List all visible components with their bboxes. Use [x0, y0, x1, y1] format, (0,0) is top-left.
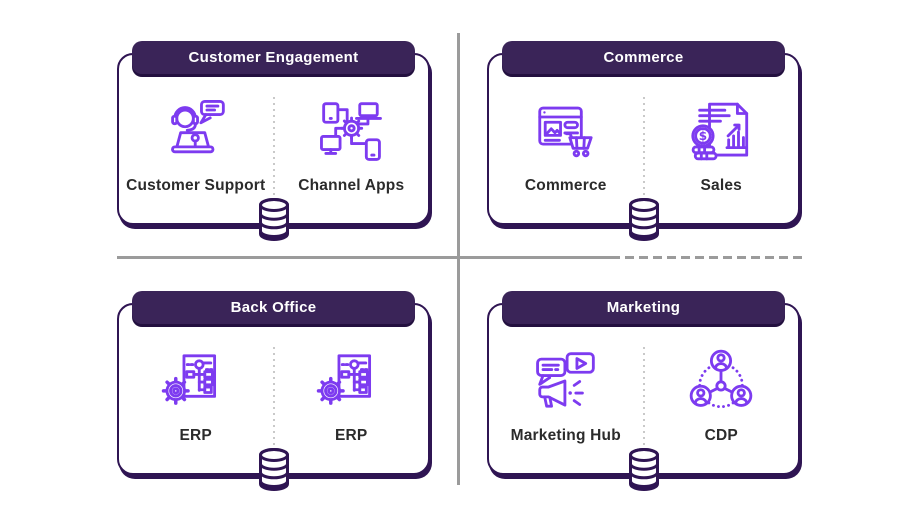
- cdp-icon: [686, 345, 756, 417]
- card-item: Channel Apps: [275, 95, 429, 223]
- database-icon: [255, 196, 292, 240]
- svg-text:$: $: [699, 129, 707, 143]
- card-item: Marketing Hub: [489, 345, 643, 473]
- card-header: Back Office: [132, 291, 415, 324]
- card-body: Marketing Hub: [489, 305, 798, 473]
- card-item: ERP: [275, 345, 429, 473]
- card-item: CDP: [645, 345, 799, 473]
- commerce-storefront-icon: [531, 95, 601, 167]
- item-label: ERP: [179, 427, 212, 444]
- card-back-office: Back Office: [117, 291, 430, 488]
- card-header: Marketing: [502, 291, 785, 324]
- item-label: Channel Apps: [298, 177, 405, 194]
- horizontal-divider-solid: [117, 256, 611, 259]
- card-title: Commerce: [603, 49, 684, 66]
- item-label: ERP: [335, 427, 368, 444]
- erp-icon: [316, 345, 386, 417]
- database-icon: [255, 446, 292, 490]
- card-title: Customer Engagement: [188, 49, 359, 66]
- erp-icon: [161, 345, 231, 417]
- card-title: Marketing: [606, 299, 681, 316]
- item-label: Customer Support: [126, 177, 266, 194]
- card-title: Back Office: [230, 299, 317, 316]
- inner-dotted-divider: [272, 347, 275, 445]
- item-label: Commerce: [524, 177, 607, 194]
- card-item: Customer Support: [119, 95, 273, 223]
- horizontal-divider-dashed: [611, 256, 805, 259]
- item-label: CDP: [704, 427, 738, 444]
- card-marketing: Marketing Marketin: [487, 291, 800, 488]
- card-item: Commerce: [489, 95, 643, 223]
- card-body: Customer Support: [119, 55, 428, 223]
- database-icon: [625, 196, 662, 240]
- database-icon: [625, 446, 662, 490]
- marketing-hub-icon: [531, 345, 601, 417]
- inner-dotted-divider: [642, 97, 645, 195]
- card-customer-engagement: Customer Engagement: [117, 41, 430, 238]
- item-label: Sales: [700, 177, 742, 194]
- card-item: ERP: [119, 345, 273, 473]
- inner-dotted-divider: [642, 347, 645, 445]
- card-body: ERP: [119, 305, 428, 473]
- vertical-divider: [457, 33, 460, 485]
- card-item: $ Sales: [645, 95, 799, 223]
- inner-dotted-divider: [272, 97, 275, 195]
- channel-apps-icon: [316, 95, 386, 167]
- card-header: Commerce: [502, 41, 785, 74]
- customer-support-icon: [161, 95, 231, 167]
- card-body: Commerce: [489, 55, 798, 223]
- item-label: Marketing Hub: [510, 427, 621, 444]
- card-commerce: Commerce: [487, 41, 800, 238]
- card-header: Customer Engagement: [132, 41, 415, 74]
- sales-report-icon: $: [686, 95, 756, 167]
